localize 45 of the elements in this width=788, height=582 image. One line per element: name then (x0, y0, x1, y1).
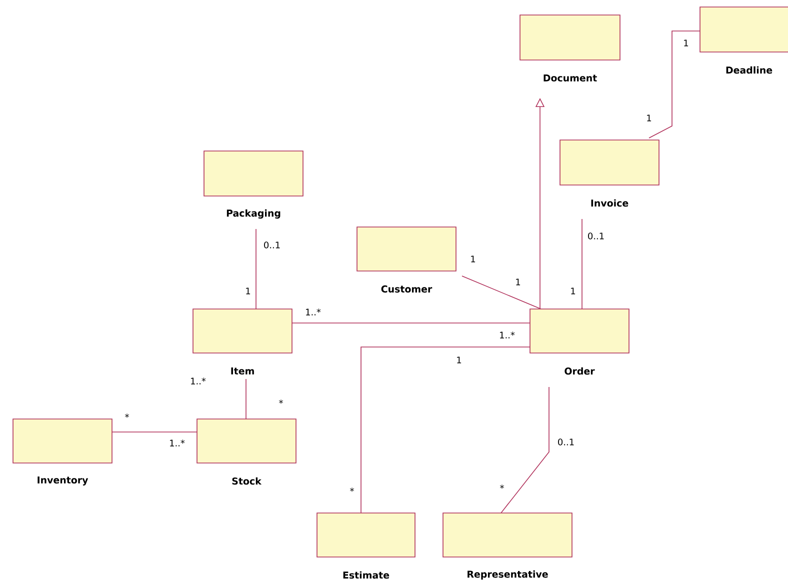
node-label: Stock (232, 477, 262, 485)
multiplicity-label: 1 (516, 278, 520, 286)
node-label: Estimate (343, 571, 390, 579)
node-label: Packaging (226, 209, 280, 219)
class-box: Stock (196, 418, 296, 485)
multiplicity-label: 1 (571, 288, 576, 294)
class-box: Customer (356, 226, 456, 293)
class-box: Representative (442, 512, 572, 580)
node-label: Item (231, 367, 254, 375)
node-label: Deadline (726, 66, 772, 74)
node-label: Invoice (591, 199, 628, 207)
multiplicity-label: 1 (684, 40, 688, 46)
class-box: Deadline (700, 6, 788, 74)
association-line (462, 276, 542, 310)
node-label: Customer (381, 285, 432, 293)
class-box: Item (192, 308, 292, 375)
multiplicity-label: 1..* (170, 440, 185, 446)
association-line (500, 386, 550, 514)
multiplicity-label: 1..* (306, 308, 321, 316)
node-label: Inventory (38, 476, 88, 486)
class-box: Packaging (204, 150, 304, 219)
class-box: Invoice (560, 140, 660, 207)
multiplicity-label: 1 (471, 256, 476, 262)
multiplicity-label: 0..1 (588, 232, 604, 240)
multiplicity-label: 1 (457, 356, 462, 364)
multiplicity-label: 1 (647, 114, 652, 122)
multiplicity-label: * (500, 484, 504, 489)
node-label: Representative (468, 570, 548, 580)
multiplicity-label: 1..* (500, 332, 515, 338)
multiplicity-label: 0..1 (558, 438, 574, 446)
association-line (360, 346, 530, 514)
multiplicity-label: 0..1 (264, 242, 280, 248)
class-box: Inventory (12, 418, 112, 486)
multiplicity-label: * (350, 488, 354, 492)
multiplicity-label: 1 (246, 288, 250, 294)
class-box: Document (520, 14, 620, 82)
node-label: Order (564, 367, 595, 375)
class-box: Order (530, 308, 630, 375)
class-box: Estimate (316, 512, 416, 579)
multiplicity-label: * (125, 414, 129, 418)
node-label: Document (544, 74, 597, 82)
multiplicity-label: 1..* (191, 378, 206, 384)
association-line (648, 30, 700, 138)
multiplicity-label: * (279, 400, 283, 404)
association-line (292, 322, 530, 324)
